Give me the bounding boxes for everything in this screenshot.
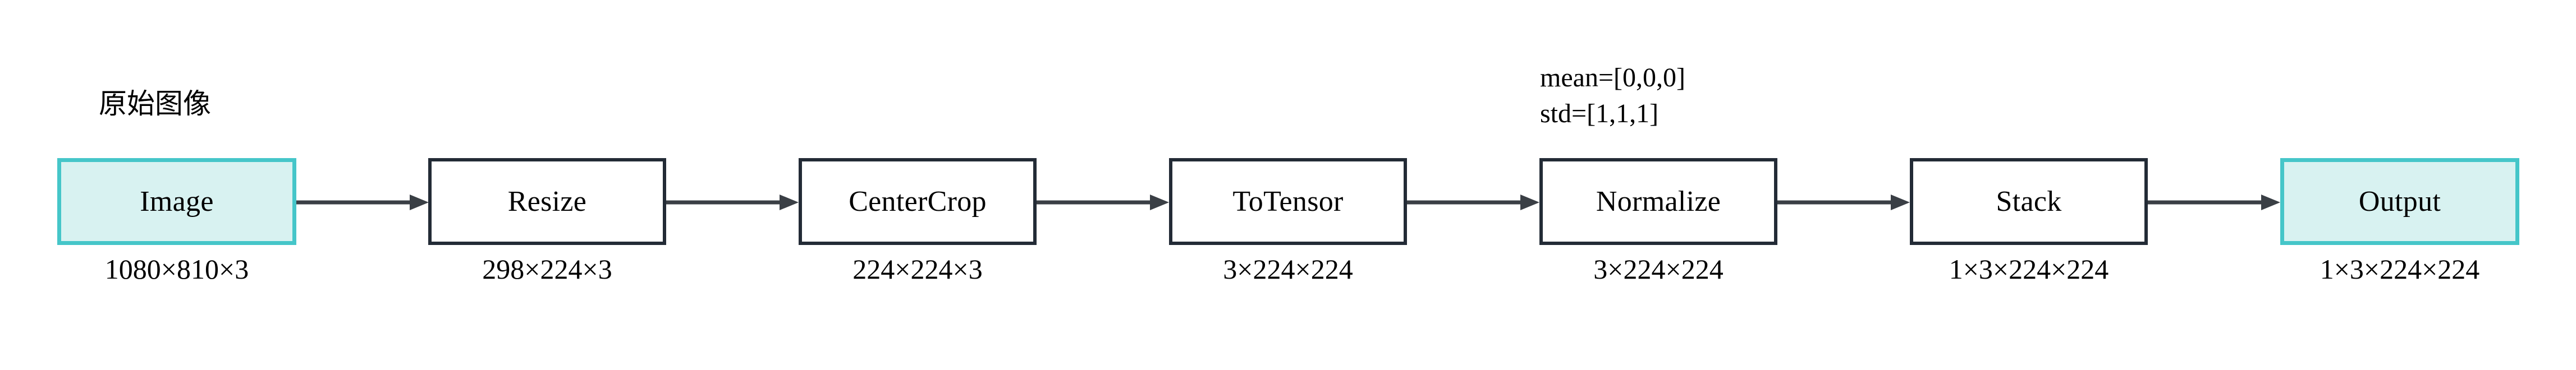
arrow-totensor-to-normalize: [1407, 193, 1539, 211]
node-resize-label: Resize: [507, 185, 587, 218]
node-image-label: Image: [140, 185, 214, 218]
shape-caption-stack: 1×3×224×224: [1949, 253, 2109, 285]
node-stack[interactable]: Stack: [1910, 158, 2148, 245]
node-totensor[interactable]: ToTensor: [1169, 158, 1407, 245]
shape-caption-normalize: 3×224×224: [1593, 253, 1724, 285]
normalize-std-param: std=[1,1,1]: [1540, 98, 1659, 128]
arrow-stack-to-output: [2148, 193, 2280, 211]
node-stack-label: Stack: [1996, 185, 2062, 218]
arrow-centercrop-to-totensor: [1037, 193, 1169, 211]
node-output-label: Output: [2358, 185, 2441, 218]
shape-caption-image: 1080×810×3: [104, 253, 249, 285]
normalize-params: mean=[0,0,0] std=[1,1,1]: [1540, 60, 1685, 132]
node-centercrop[interactable]: CenterCrop: [799, 158, 1037, 245]
node-output[interactable]: Output: [2280, 158, 2519, 245]
normalize-mean-param: mean=[0,0,0]: [1540, 63, 1685, 92]
shape-caption-centercrop: 224×224×3: [852, 253, 983, 285]
source-image-title: 原始图像: [99, 87, 211, 120]
node-totensor-label: ToTensor: [1232, 185, 1344, 218]
shape-caption-output: 1×3×224×224: [2320, 253, 2480, 285]
arrow-resize-to-centercrop: [666, 193, 799, 211]
shape-caption-resize: 298×224×3: [482, 253, 612, 285]
node-resize[interactable]: Resize: [428, 158, 666, 245]
node-centercrop-label: CenterCrop: [849, 185, 987, 218]
arrow-normalize-to-stack: [1777, 193, 1910, 211]
shape-caption-totensor: 3×224×224: [1223, 253, 1353, 285]
node-normalize-label: Normalize: [1596, 185, 1721, 218]
arrow-image-to-resize: [296, 193, 429, 211]
node-image[interactable]: Image: [57, 158, 296, 245]
node-normalize[interactable]: Normalize: [1539, 158, 1777, 245]
